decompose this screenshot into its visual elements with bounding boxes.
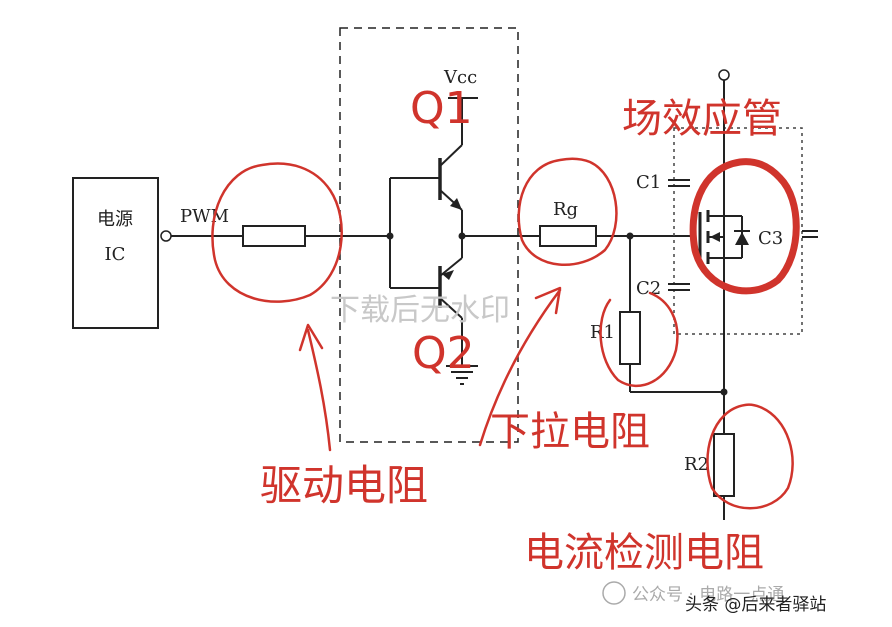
toutiao-source-text: 头条 @后来者驿站 — [685, 595, 826, 615]
pulldown-arrow-icon — [478, 286, 562, 447]
drain-terminal — [718, 69, 730, 81]
watermark-text: 下载后无水印 — [330, 293, 510, 328]
body-diode-icon — [735, 232, 749, 245]
drive-annotation: 驱动电阻 — [260, 461, 428, 510]
pulldown-annotation: 下拉电阻 — [490, 409, 650, 455]
q2-annotation: Q2 — [412, 328, 475, 379]
pulldown-area-circle — [517, 157, 618, 266]
drive-resistor-circle — [211, 162, 343, 303]
q1-collector — [439, 144, 463, 167]
c2-label: C2 — [636, 278, 661, 299]
c1-label: C1 — [636, 172, 661, 193]
rg-label: Rg — [553, 199, 578, 220]
r2-label: R2 — [684, 454, 709, 475]
power-ic-label-line2: IC — [105, 244, 126, 265]
pwm-output-node — [160, 230, 172, 242]
r2-resistor — [713, 433, 735, 497]
mosfet-arrow — [710, 232, 720, 242]
r2-circle — [706, 403, 794, 510]
rg-resistor — [539, 225, 597, 247]
q1-annotation: Q1 — [410, 83, 473, 134]
q1-emitter-arrow — [450, 198, 462, 210]
drive-arrow-icon — [298, 323, 332, 452]
r1-resistor — [619, 311, 641, 365]
drive-resistor — [242, 225, 306, 247]
power-ic-label-line1: 电源 — [97, 209, 133, 230]
vcc-label: Vcc — [443, 67, 477, 88]
wechat-icon — [602, 581, 626, 605]
q2-collector — [439, 297, 463, 319]
r1-circle — [599, 291, 679, 388]
current-sense-annotation: 电流检测电阻 — [524, 530, 764, 576]
mosfet-annotation: 场效应管 — [622, 96, 782, 142]
power-ic-box — [72, 177, 159, 329]
q2-emitter-arrow — [442, 270, 454, 280]
mosfet-circle — [689, 158, 800, 295]
wechat-source-text: 公众号 · 电路一点通 — [632, 585, 784, 605]
pwm-label: PWM — [180, 206, 229, 227]
r1-label: R1 — [590, 322, 615, 343]
c3-label: C3 — [758, 228, 783, 249]
q2-emitter — [439, 257, 463, 277]
